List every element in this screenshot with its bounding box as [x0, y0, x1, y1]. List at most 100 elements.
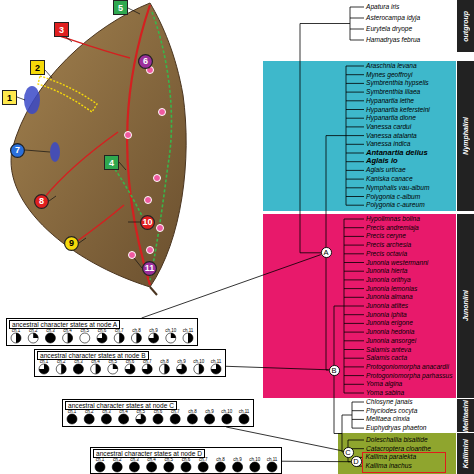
callout-circle: 6: [138, 54, 153, 69]
character-label: ch.1: [9, 328, 23, 333]
clade-band: Araschnia levanaMynes geoffroyiSymbrenth…: [263, 61, 456, 211]
species-name: Aglais io: [366, 157, 398, 165]
character-label: ch.7: [168, 409, 182, 414]
species-name: Symbrenthia lilaea: [366, 88, 420, 96]
species-name: Junonia atlites: [366, 302, 408, 310]
character-label: ch.4: [117, 409, 131, 414]
species-name: Junonia iphita: [366, 311, 407, 319]
character-label: ch.2: [26, 328, 40, 333]
leaf-stalk: [150, 287, 157, 295]
callout-square: 5: [113, 0, 128, 15]
species-name: Melitaea cinxia: [366, 415, 410, 423]
species-name: Araschnia levana: [366, 62, 417, 70]
species-name: Kallima inachus: [366, 462, 412, 470]
character-label: ch.8: [213, 457, 227, 462]
character-label: ch.9: [147, 328, 161, 333]
species-name: Hypolimnas bolina: [366, 215, 420, 223]
tree-node-marker: C: [343, 447, 354, 458]
species-name: Vanessa cardui: [366, 123, 411, 131]
box-title: ancestral character states at node C: [65, 401, 177, 411]
node-letter: A: [321, 247, 332, 258]
clade-name: Melitaeini: [462, 400, 470, 432]
species-name: Aglais urticae: [366, 166, 406, 174]
species-name: Hypanartia lethe: [366, 97, 414, 105]
species-name: Apatura iris: [366, 3, 399, 11]
character-label: ch.1: [93, 457, 107, 462]
tree-node-marker: D: [351, 456, 362, 467]
species-name: Phyciodes cocyta: [366, 407, 417, 415]
species-name: Nymphalis vau-album: [366, 184, 429, 192]
callout-number: 9: [64, 236, 79, 251]
character-label: ch.6: [151, 409, 165, 414]
species-name: Asterocampa idyja: [366, 14, 420, 22]
character-label: ch.4: [145, 457, 159, 462]
character-label: ch.6: [95, 328, 109, 333]
state-box: ancestral character states at node Ach.1…: [6, 318, 198, 346]
species-name: Kaniska canace: [366, 175, 413, 183]
leaf-blade: [11, 3, 186, 287]
species-name: Salamis anteva: [366, 346, 411, 354]
callout-square: 3: [54, 22, 69, 37]
character-label: ch.3: [71, 359, 85, 364]
character-label: ch.2: [54, 359, 68, 364]
circle-shape: [351, 457, 361, 467]
clade-name: Kallimini: [462, 439, 470, 468]
species-name: Vanessa indica: [366, 140, 410, 148]
yellow-zone: [38, 76, 97, 112]
blue-patch: [50, 142, 60, 162]
species-name: Antanartia delius: [366, 149, 428, 157]
character-label: ch.7: [140, 359, 154, 364]
callout-number: 1: [3, 91, 16, 106]
box-title: ancestral character states at node A: [9, 320, 120, 330]
character-label: ch.9: [231, 457, 245, 462]
circle-shape: [321, 248, 331, 258]
circle-shape: [343, 447, 353, 457]
clade-bar: Junoniini: [457, 214, 474, 398]
callout-number: 11: [142, 261, 157, 276]
box-title: ancestral character states at node D: [93, 449, 205, 459]
species-name: Eurytela dryope: [366, 25, 412, 33]
species-name: Junonia ansorgei: [366, 337, 416, 345]
circle-shape: [141, 216, 155, 230]
callout-square: 2: [30, 60, 45, 75]
character-label: ch.7: [112, 328, 126, 333]
species-name: Chlosyne janais: [366, 398, 413, 406]
clade-band: Doleschallia bisaltideCatacroptera cloan…: [338, 433, 456, 474]
species-name: Hypanartia kefersteini: [366, 106, 430, 114]
clade-bar: Melitaeini: [457, 399, 474, 432]
callout-square: 4: [104, 155, 119, 170]
callout-circle: 7: [10, 143, 25, 158]
species-name: Yoma sabina: [366, 389, 404, 397]
species-name: Euphydryas phaeton: [366, 424, 427, 432]
character-label: ch.2: [82, 409, 96, 414]
circle-shape: [11, 144, 25, 158]
character-label: ch.6: [123, 359, 137, 364]
species-name: Doleschallia bisaltide: [366, 436, 428, 444]
species-name: Salamis cacta: [366, 354, 407, 362]
callout-number: 2: [31, 61, 44, 76]
circle-shape: [139, 55, 153, 69]
species-name: Hamadryas februa: [366, 36, 420, 44]
callout-square: 1: [2, 90, 17, 105]
species-name: Precis octavia: [366, 250, 407, 258]
character-label: ch.6: [179, 457, 193, 462]
state-box: ancestral character states at node Bch.1…: [34, 349, 226, 377]
callout-number: 10: [140, 215, 155, 230]
character-label: ch.10: [220, 409, 234, 414]
character-label: ch.5: [78, 328, 92, 333]
green-contour: [112, 12, 171, 280]
species-name: Polygonia c-aureum: [366, 201, 425, 209]
character-label: ch.5: [134, 409, 148, 414]
species-name: Junonia almana: [366, 293, 413, 301]
species-name: Precis andremiaja: [366, 224, 419, 232]
character-label: ch.8: [185, 409, 199, 414]
red-vein: [44, 36, 130, 242]
species-name: Junonia westermanni: [366, 259, 428, 267]
character-label: ch.5: [106, 359, 120, 364]
character-label: ch.11: [181, 328, 195, 333]
character-label: ch.10: [164, 328, 178, 333]
character-label: ch.2: [110, 457, 124, 462]
callout-circle: 9: [64, 236, 79, 251]
species-name: Yoma algina: [366, 380, 402, 388]
callout-circle: 10: [140, 215, 155, 230]
